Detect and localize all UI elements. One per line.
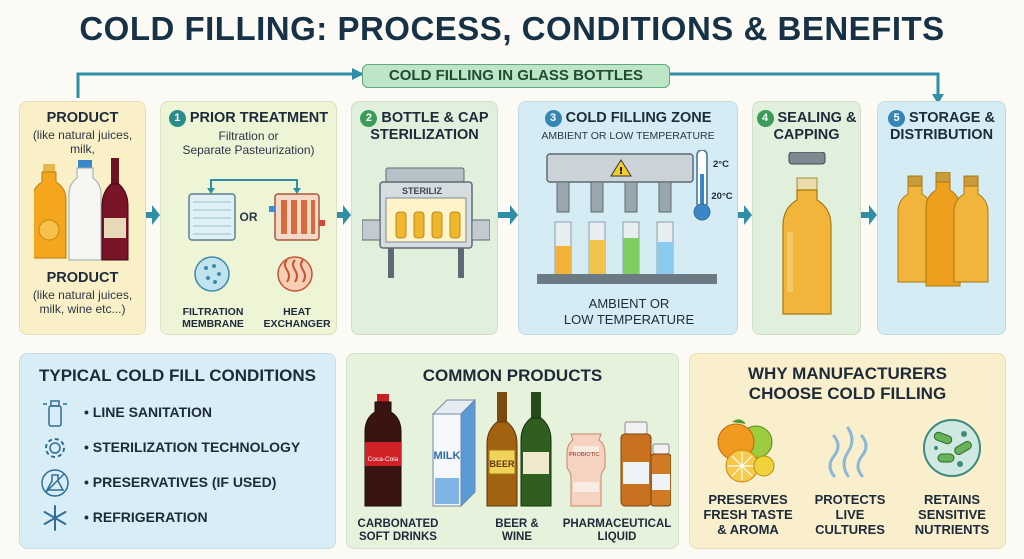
flow-arrow-5: [861, 205, 877, 225]
storage-title-2: DISTRIBUTION: [889, 127, 994, 143]
product-title-top: PRODUCT: [46, 110, 119, 126]
step-product: PRODUCT (like natural juices, milk, PROD…: [19, 101, 146, 335]
prior-treatment-desc-1: Filtration or: [218, 129, 279, 143]
gear-icon: [45, 438, 65, 458]
benefits-title-2: CHOOSE COLD FILLING: [748, 384, 947, 403]
snowflake-icon: [43, 505, 67, 531]
flow-arrow-2: [337, 205, 351, 225]
condition-item: • STERILIZATION TECHNOLOGY: [40, 433, 340, 463]
bottle-spray-icon: [43, 400, 67, 427]
citrus-fruit-icon: [717, 419, 775, 483]
beer-label-text: BEER: [489, 459, 515, 469]
sterilizer-machine-illustration: [362, 167, 490, 278]
prior-treatment-title-text: PRIOR TREATMENT: [189, 110, 329, 126]
temperature-high: 2°C: [713, 159, 729, 170]
cold-filling-bottom-1: AMBIENT OR: [588, 296, 670, 311]
step-number: 5: [888, 110, 906, 127]
filtration-vs-heat-illustration: [188, 179, 325, 292]
product-title-bottom: PRODUCT: [46, 270, 119, 286]
or-label: OR: [239, 210, 258, 224]
product-label-pharma-2: LIQUID: [597, 531, 637, 543]
flow-arrow-1: [146, 205, 160, 225]
heat-exchanger-label-2: EXCHANGER: [263, 318, 331, 330]
sealing-title-text: SEALING &: [777, 110, 857, 126]
step-number: 1: [168, 110, 186, 127]
panel-common-products: COMMON PRODUCTS Coca-Cola MILK BEER PROB…: [346, 353, 679, 549]
page-title: COLD FILLING: PROCESS, CONDITIONS & BENE…: [79, 10, 945, 47]
sealed-bottle-illustration: [782, 152, 832, 315]
panel-cold-fill-conditions: TYPICAL COLD FILL CONDITIONS • LINE SANI…: [19, 353, 336, 549]
filtration-label-1: FILTRATION: [182, 306, 244, 318]
product-label-pharma-1: PHARMACEUTICAL: [562, 518, 672, 530]
cold-filling-subtitle: AMBIENT OR LOW TEMPERATURE: [541, 130, 715, 142]
benefit-label-2-line2: LIVE: [835, 507, 865, 522]
condition-label: • LINE SANITATION: [84, 404, 213, 420]
step-number: 4: [756, 110, 774, 127]
sealing-title-2: CAPPING: [773, 127, 840, 143]
flow-arrow-3: [498, 205, 518, 225]
temperature-low: 20°C: [711, 191, 733, 202]
cola-label-text: Coca-Cola: [367, 456, 399, 463]
microbe-icon: [923, 419, 981, 477]
condition-item: • LINE SANITATION: [40, 398, 340, 428]
condition-label: • STERILIZATION TECHNOLOGY: [84, 439, 301, 455]
step-number: 2: [360, 110, 378, 127]
benefit-label-1-line3: & AROMA: [717, 522, 779, 537]
products-title: COMMON PRODUCTS: [422, 366, 603, 385]
benefit-label-3-line1: RETAINS: [923, 492, 981, 507]
condition-label: • REFRIGERATION: [84, 509, 208, 525]
sterilization-title-2: STERILIZATION: [370, 127, 479, 143]
condition-label: • PRESERVATIVES (IF USED): [84, 474, 277, 490]
storage-title-text: STORAGE &: [909, 110, 995, 126]
filtration-label-2: MEMBRANE: [182, 318, 244, 330]
milk-carton-text: MILK: [433, 450, 461, 462]
benefit-label-1-line1: PRESERVES: [708, 492, 788, 507]
cold-filling-bottom-2: LOW TEMPERATURE: [563, 312, 695, 327]
benefit-label-2-line1: PROTECTS: [814, 492, 886, 507]
banner-cold-filling: COLD FILLING IN GLASS BOTTLES: [362, 64, 670, 88]
sterilization-title-text: BOTTLE & CAP: [381, 110, 489, 126]
prior-treatment-desc-2: Separate Pasteurization): [182, 143, 315, 157]
product-label-beer-1: BEER &: [495, 518, 539, 530]
condition-item: • REFRIGERATION: [40, 503, 340, 533]
heat-exchanger-label-1: HEAT: [283, 306, 311, 318]
benefits-title-1: WHY MANUFACTURERS: [748, 364, 947, 383]
benefit-label-3-line3: NUTRIENTS: [914, 522, 990, 537]
step-number: 3: [544, 110, 562, 127]
flow-arrow-4: [738, 205, 752, 225]
product-label-soft-drinks-1: CARBONATED: [357, 518, 439, 530]
benefit-label-2-line3: CULTURES: [815, 522, 885, 537]
steam-waves-icon: [828, 426, 868, 478]
product-desc-top: (like natural juices, milk,: [32, 128, 133, 156]
conditions-title: TYPICAL COLD FILL CONDITIONS: [38, 366, 317, 385]
condition-item: • PRESERVATIVES (IF USED): [40, 468, 340, 498]
flask-crossed-icon: [41, 469, 69, 497]
probiotic-text: PROBIOTIC: [569, 452, 600, 458]
product-label-soft-drinks-2: SOFT DRINKS: [359, 531, 437, 543]
panel-benefits: WHY MANUFACTURERS CHOOSE COLD FILLING PR…: [689, 353, 1006, 549]
stored-bottles-illustration: [897, 172, 989, 287]
benefit-label-1-line2: FRESH TASTE: [703, 507, 793, 522]
benefit-label-3-line2: SENSITIVE: [918, 507, 986, 522]
cold-filling-title-text: COLD FILLING ZONE: [565, 110, 712, 126]
product-bottles-illustration: [34, 158, 129, 261]
filling-machine-illustration: !: [537, 150, 717, 284]
svg-text:!: !: [619, 166, 624, 177]
products-illustration: [364, 392, 671, 508]
product-desc-bottom: (like natural juices, milk, wine etc...): [32, 288, 133, 316]
product-label-beer-2: WINE: [501, 531, 533, 543]
sterilizer-machine-label: STERILIZ: [402, 186, 442, 196]
